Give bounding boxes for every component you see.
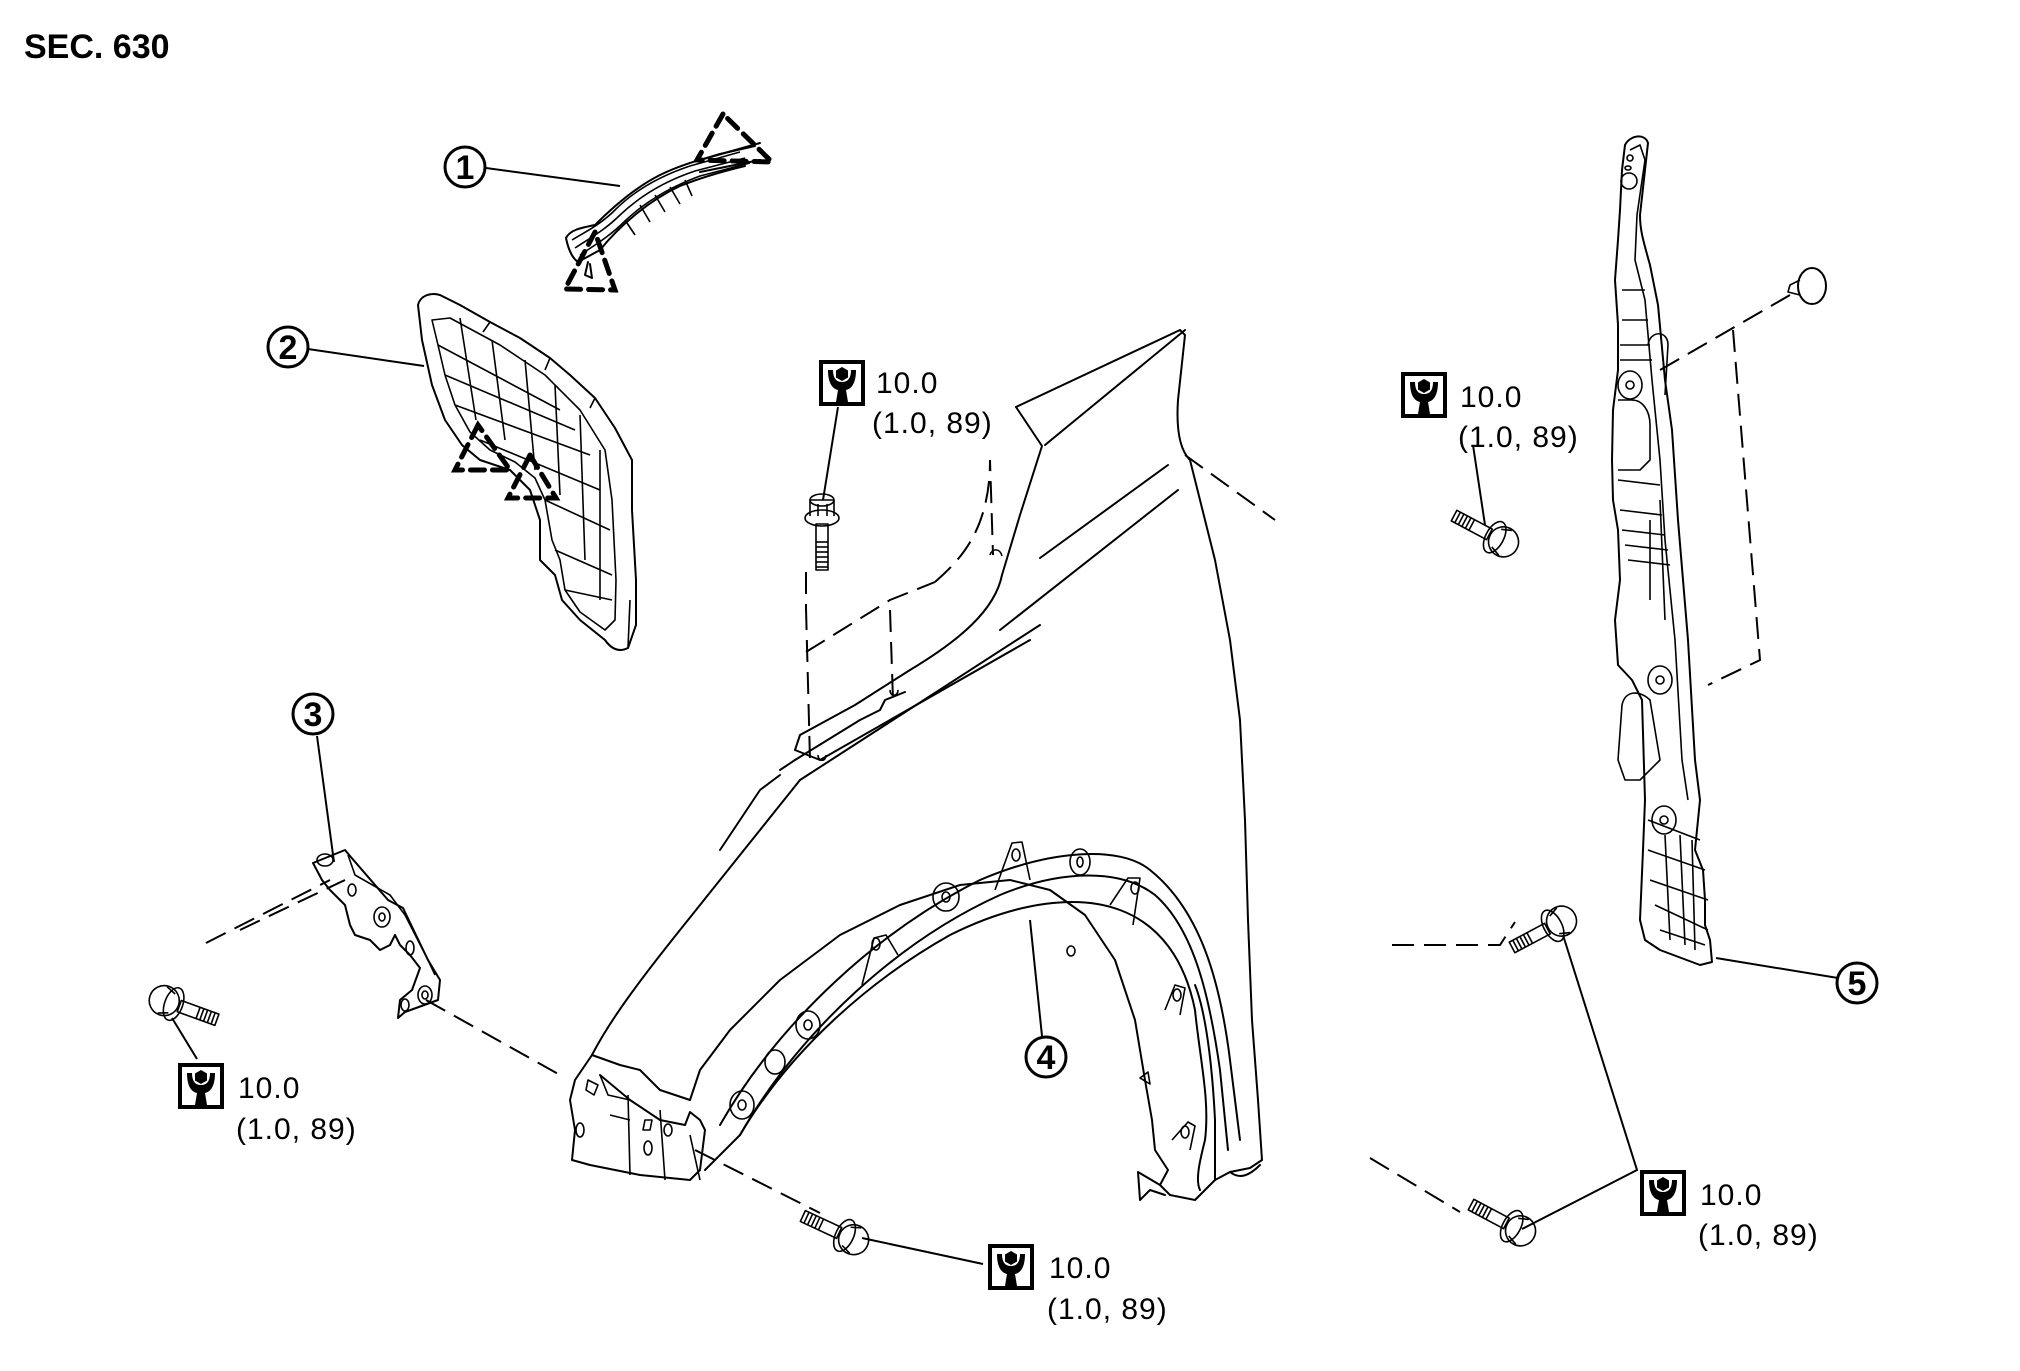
callout-3-number: 3 [304, 696, 323, 734]
callout-3[interactable]: 3 [291, 692, 335, 736]
torque-alt-units: (1.0, 89) [1698, 1219, 1819, 1252]
clip-triangle-2a [450, 420, 515, 473]
callout-2-number: 2 [279, 329, 298, 367]
bolt-bottom-right-lower[interactable] [1462, 1188, 1543, 1254]
torque-upper-right: 10.0 (1.0, 89) [1401, 372, 1579, 454]
torque-wrench-icon [819, 360, 865, 406]
callout-2[interactable]: 2 [266, 325, 310, 369]
callout-4-leader [1029, 919, 1043, 1037]
part-3-bracket[interactable] [312, 849, 441, 1019]
torque-value: 10.0 [1700, 1179, 1762, 1212]
torque-value: 10.0 [1049, 1252, 1111, 1285]
callout-5[interactable]: 5 [1835, 961, 1879, 1005]
torque-upper-center: 10.0 (1.0, 89) [819, 360, 993, 440]
torque-wrench-icon [1401, 372, 1447, 418]
torque-value: 10.0 [1460, 381, 1522, 414]
callout-2-leader [307, 348, 425, 367]
callout-4-number: 4 [1037, 1039, 1056, 1077]
callout-5-leader [1715, 957, 1839, 979]
torque-upper-right-leader [1472, 444, 1486, 526]
bolt-upper-right[interactable] [1445, 499, 1526, 565]
part-4-front-fender[interactable] [569, 329, 1263, 1201]
callout-4-circle [1024, 1035, 1068, 1079]
torque-upper-center-leader [822, 406, 839, 501]
callout-1-circle [443, 145, 487, 189]
torque-value: 10.0 [876, 367, 938, 400]
callout-1-leader [485, 167, 621, 187]
callout-1-number: 1 [456, 149, 475, 187]
torque-bottom-right: 10.0 (1.0, 89) [1640, 1170, 1819, 1252]
bolt-left[interactable] [143, 978, 224, 1037]
bolt-bottom-center[interactable] [794, 1199, 876, 1263]
part-5-rear-seal[interactable] [1611, 135, 1713, 966]
torque-alt-units: (1.0, 89) [1047, 1293, 1168, 1326]
torque-bottom-center: 10.0 (1.0, 89) [988, 1244, 1168, 1326]
callout-3-leader [316, 735, 335, 863]
callout-3-circle [291, 692, 335, 736]
clip-triangle-1b [560, 225, 619, 293]
callout-4[interactable]: 4 [1024, 1035, 1068, 1079]
clip-triangle-2b [503, 449, 561, 501]
torque-bottom-center-leader [861, 1237, 984, 1265]
torque-wrench-icon [1640, 1170, 1686, 1216]
torque-bottom-right-leader [1521, 934, 1639, 1230]
torque-wrench-icon [988, 1244, 1034, 1290]
callout-5-circle [1835, 961, 1879, 1005]
bolt-bottom-right-upper[interactable] [1503, 898, 1584, 964]
bolt-upper-center[interactable] [804, 493, 840, 571]
torque-alt-units: (1.0, 89) [1458, 421, 1579, 454]
torque-alt-units: (1.0, 89) [236, 1113, 357, 1146]
torque-left-leader [171, 1017, 198, 1060]
clip-fastener[interactable] [1787, 267, 1827, 305]
torque-wrench-icon [178, 1063, 224, 1109]
callout-1[interactable]: 1 [443, 145, 487, 189]
part-2-grid-seal[interactable] [417, 293, 637, 651]
torque-alt-units: (1.0, 89) [872, 407, 993, 440]
clip-triangle-1a [692, 109, 779, 165]
section-label: SEC. 630 [24, 28, 170, 66]
callout-2-circle [266, 325, 310, 369]
torque-value: 10.0 [238, 1072, 300, 1105]
torque-left: 10.0 (1.0, 89) [178, 1063, 357, 1146]
callout-5-number: 5 [1848, 965, 1867, 1003]
